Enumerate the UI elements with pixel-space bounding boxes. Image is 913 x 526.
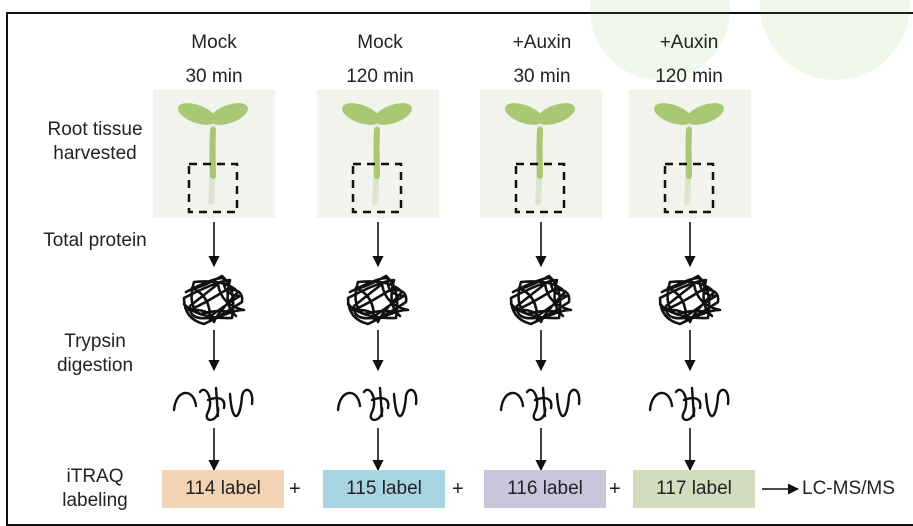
lcms-output-label: LC-MS/MS (802, 478, 895, 499)
peptide-fragments-icon (172, 391, 198, 412)
plus-sign: + (452, 478, 464, 500)
step-label-root-tissue: Root tissue harvested (5, 118, 185, 166)
step-label-line: Trypsin (64, 331, 126, 352)
root-selection-box (663, 162, 715, 214)
peptide-fragments-icon (206, 386, 226, 418)
step-label-trypsin: Trypsin digestion (5, 330, 185, 378)
peptide-fragments-icon (336, 391, 362, 412)
root-selection-box (187, 162, 239, 214)
label-box-117: 117 label (633, 470, 755, 508)
time-label: 120 min (346, 66, 414, 87)
protein-tangle-icon (182, 274, 246, 326)
seedling-panel (153, 90, 275, 218)
label-text: 114 label (185, 478, 261, 499)
seedling-panel (629, 90, 751, 218)
step-label-line: labeling (62, 490, 128, 511)
plus-sign: + (609, 478, 621, 500)
peptide-fragments-icon (228, 388, 254, 417)
label-text: 115 label (346, 478, 422, 499)
step-label-line: iTRAQ (66, 466, 124, 487)
step-label-total-protein: Total protein (5, 229, 185, 253)
peptide-fragments-icon (682, 386, 702, 418)
step-label-line: digestion (56, 355, 134, 376)
peptide-fragments-icon (370, 386, 390, 418)
peptide-fragments-icon (198, 388, 220, 421)
treatment-label: Mock (191, 32, 237, 53)
step-label-line: harvested (53, 143, 137, 164)
seedling-icon (177, 103, 249, 214)
plus-sign: + (289, 478, 301, 500)
column-header: +Auxin 120 min (624, 26, 754, 94)
step-label-line: Total protein (43, 230, 147, 251)
label-box-114: 114 label (162, 470, 284, 508)
step-label-itraq: iTRAQ labeling (5, 465, 185, 513)
seedling-panel (317, 90, 439, 218)
root-selection-box (351, 162, 403, 214)
peptide-fragments-icon (648, 391, 674, 412)
protein-tangle-icon (658, 274, 722, 326)
peptide-fragments-icon (392, 388, 418, 417)
column-header: +Auxin 30 min (477, 26, 607, 94)
step-label-line: Root tissue (47, 119, 143, 140)
time-label: 120 min (655, 66, 723, 87)
peptide-fragments-icon (555, 388, 581, 417)
seedling-icon (653, 103, 725, 214)
protein-tangle-icon (509, 274, 573, 326)
column-header: Mock 120 min (315, 26, 445, 94)
label-text: 116 label (507, 478, 583, 499)
peptide-fragments-icon (499, 391, 525, 412)
treatment-label: +Auxin (512, 32, 572, 53)
protein-tangle-icon (346, 274, 410, 326)
treatment-label: +Auxin (659, 32, 719, 53)
label-box-115: 115 label (323, 470, 445, 508)
column-header: Mock 30 min (149, 26, 279, 94)
peptide-fragments-icon (525, 388, 547, 421)
seedling-icon (504, 103, 576, 214)
seedling-panel (480, 90, 602, 218)
label-box-116: 116 label (484, 470, 606, 508)
time-label: 30 min (185, 66, 243, 87)
label-text: 117 label (656, 478, 732, 499)
peptide-fragments-icon (674, 388, 696, 421)
peptide-fragments-icon (362, 388, 384, 421)
seedling-icon (341, 103, 413, 214)
peptide-fragments-icon (704, 388, 730, 417)
treatment-label: Mock (357, 32, 403, 53)
peptide-fragments-icon (533, 386, 553, 418)
root-selection-box (514, 162, 566, 214)
time-label: 30 min (513, 66, 571, 87)
